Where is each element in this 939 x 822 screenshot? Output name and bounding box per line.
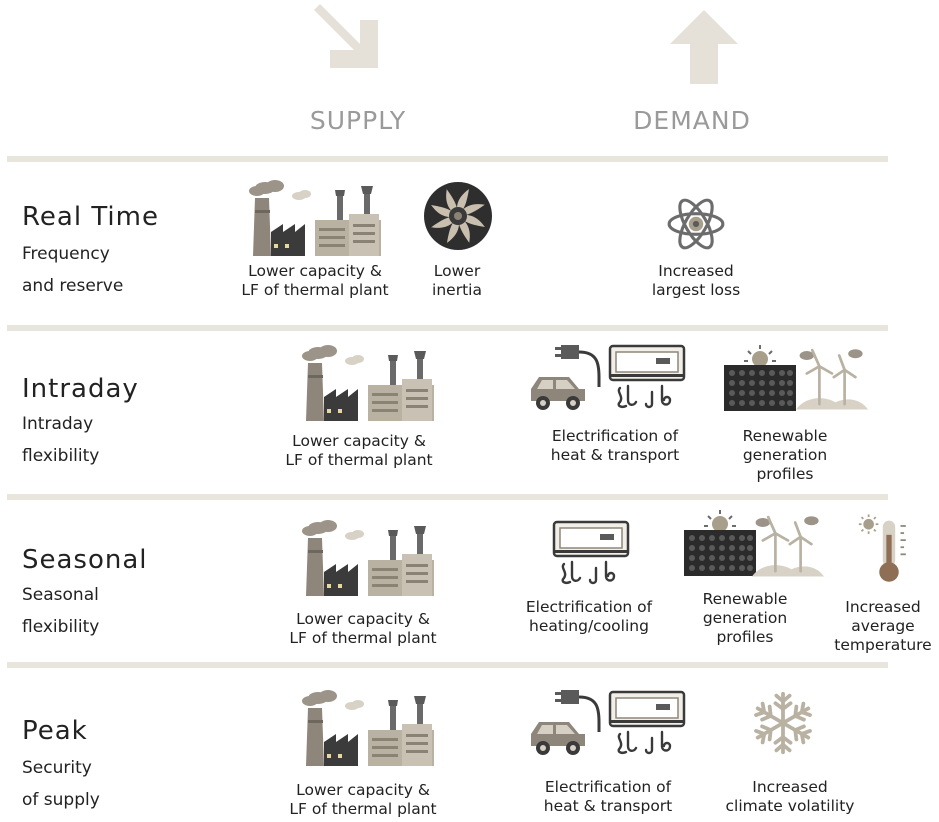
heat-pump-icon: [606, 344, 688, 412]
row-subtitle: Frequency and reserve: [22, 244, 124, 296]
caption: Lower capacity &LF of thermal plant: [241, 262, 389, 299]
caption: Lower capacity &LF of thermal plant: [285, 432, 433, 469]
factory-icon: [298, 690, 438, 766]
solar-panel-icon: [680, 510, 760, 580]
row-title: Real Time: [22, 202, 159, 232]
supply-header: SUPPLY: [309, 106, 407, 135]
thermometer-icon: [858, 512, 920, 586]
heat-pump-icon: [606, 690, 688, 758]
caption: Lower capacity &LF of thermal plant: [289, 610, 437, 647]
arrow-up-icon: [668, 8, 740, 86]
factory-icon: [298, 520, 438, 596]
wind-turbine-icon: [752, 512, 824, 578]
row-title: Seasonal: [22, 545, 148, 575]
divider: [7, 662, 888, 668]
arrow-down-right-icon: [312, 2, 382, 72]
solar-panel-icon: [720, 345, 800, 415]
turbine-fan-icon: [423, 181, 493, 251]
row-subtitle: Intraday flexibility: [22, 414, 100, 466]
caption: Lower capacity &LF of thermal plant: [289, 781, 437, 818]
electric-car-icon: [525, 343, 605, 413]
divider: [7, 156, 888, 162]
heat-pump-icon: [550, 520, 632, 588]
atom-icon: [665, 193, 727, 255]
demand-header: DEMAND: [633, 106, 751, 135]
snowflake-icon: [750, 690, 816, 756]
row-subtitle: Seasonal flexibility: [22, 585, 100, 637]
divider: [7, 494, 888, 500]
factory-icon: [298, 345, 438, 421]
factory-icon: [245, 180, 385, 256]
row-title: Peak: [22, 716, 88, 746]
divider: [7, 325, 888, 331]
row-title: Intraday: [22, 374, 139, 404]
electric-car-icon: [525, 688, 605, 758]
wind-turbine-icon: [796, 345, 868, 411]
row-subtitle: Security of supply: [22, 758, 100, 810]
